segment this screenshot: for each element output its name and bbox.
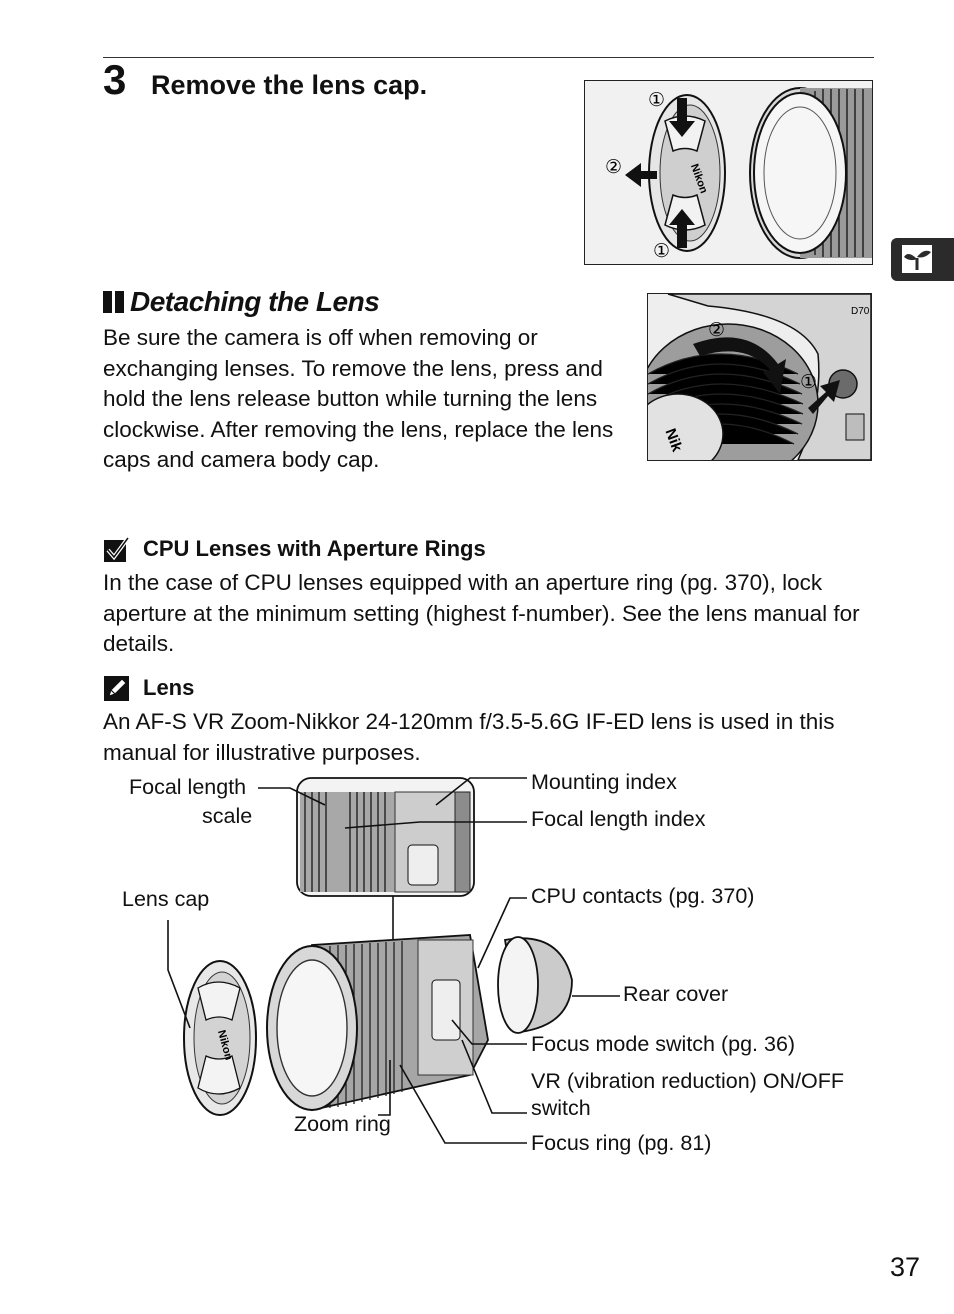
top-rule xyxy=(103,57,874,58)
check-box-icon xyxy=(104,536,130,562)
lens-barrel-illustration xyxy=(749,87,872,259)
label-vr-switch: VR (vibration reduction) ON/OFF xyxy=(531,1069,845,1093)
marker-2: ② xyxy=(708,319,725,341)
label-focal-length-scale-2: scale xyxy=(202,804,253,828)
step-number: 3 xyxy=(103,56,127,103)
info-note-body: An AF-S VR Zoom-Nikkor 24-120mm f/3.5-5.… xyxy=(103,709,835,765)
lens-parts-diagram: Nikon xyxy=(0,770,954,1170)
marker-1-bottom: ① xyxy=(653,240,670,262)
heading-bar-icon xyxy=(103,291,112,313)
marker-1: ① xyxy=(800,371,817,393)
heading-bar-icon xyxy=(115,291,124,313)
lens-cap-illustration: Nikon xyxy=(183,960,257,1116)
lens-detail-inset xyxy=(296,777,475,897)
step-title: Remove the lens cap. xyxy=(151,70,428,100)
label-focus-mode-switch: Focus mode switch (pg. 36) xyxy=(531,1032,796,1056)
sprout-icon xyxy=(902,245,932,273)
label-vr-switch-2: switch xyxy=(531,1096,591,1120)
camera-model-text: D70 xyxy=(851,306,870,317)
info-note-title: Lens xyxy=(143,675,195,700)
page-number: 37 xyxy=(890,1252,921,1282)
label-mounting-index: Mounting index xyxy=(531,770,677,794)
label-zoom-ring: Zoom ring xyxy=(294,1112,391,1136)
rear-cover-illustration xyxy=(497,936,573,1034)
rotate-arrow xyxy=(693,337,840,414)
section-heading: Detaching the Lens xyxy=(103,284,380,320)
marker-1-top: ① xyxy=(648,89,665,111)
press-arrows xyxy=(625,98,695,248)
chapter-tab xyxy=(891,238,954,281)
label-focal-length-scale: Focal length xyxy=(129,775,247,799)
lens-cap-illustration: Nikon xyxy=(648,94,726,252)
info-note-heading: Lens xyxy=(103,672,194,704)
marker-2: ② xyxy=(605,156,622,178)
section-body: Be sure the camera is off when removing … xyxy=(103,325,614,472)
pencil-icon xyxy=(104,675,129,701)
label-cpu-contacts: CPU contacts (pg. 370) xyxy=(531,884,755,908)
lens-detach-figure: D70 Nik ② ① xyxy=(647,293,872,461)
label-focus-ring: Focus ring (pg. 81) xyxy=(531,1131,712,1155)
detaching-lens-illustration: Nik xyxy=(648,323,819,460)
label-rear-cover: Rear cover xyxy=(623,982,729,1006)
caution-note-heading: CPU Lenses with Aperture Rings xyxy=(103,534,486,564)
lens-body-illustration xyxy=(266,934,489,1112)
label-lens-cap: Lens cap xyxy=(122,887,210,911)
caution-note-body: In the case of CPU lenses equipped with … xyxy=(103,570,860,656)
label-focal-length-index: Focal length index xyxy=(531,807,706,831)
leader-lines xyxy=(167,777,620,1144)
caution-note-title: CPU Lenses with Aperture Rings xyxy=(143,536,486,561)
lens-cap-removal-figure: Nikon ① ② ① xyxy=(584,80,873,265)
section-title: Detaching the Lens xyxy=(130,286,380,317)
